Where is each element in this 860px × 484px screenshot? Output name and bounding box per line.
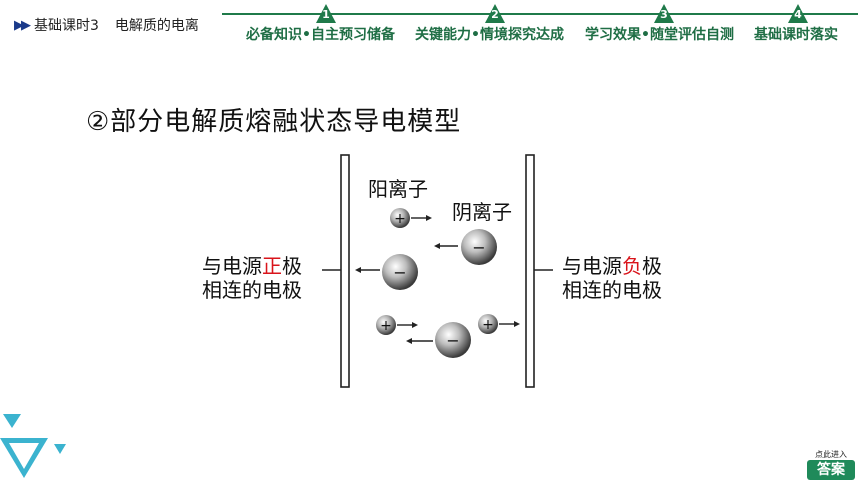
step-1-marker: 1	[316, 4, 336, 23]
arrow-left-icon	[406, 338, 433, 344]
svg-text:+: +	[482, 317, 494, 333]
step-3-marker: 3	[654, 4, 674, 23]
triangle-marker-icon	[485, 4, 505, 23]
svg-text:−: −	[446, 331, 459, 350]
svg-text:−: −	[472, 238, 485, 257]
svg-text:+: +	[394, 211, 406, 227]
triangle-marker-icon	[654, 4, 674, 23]
answer-button-label[interactable]: 答案	[807, 460, 855, 480]
nav-divider-line	[222, 13, 858, 15]
lesson-breadcrumb: ▶▶ 基础课时3 电解质的电离	[14, 14, 199, 36]
cathode-label-line1: 与电源负极	[562, 254, 662, 278]
arrow-right-icon	[499, 321, 520, 327]
triangle-marker-icon	[316, 4, 336, 23]
cathode-label-line2: 相连的电极	[562, 278, 662, 302]
arrow-left-icon	[355, 267, 380, 273]
course-label: 基础课时3	[34, 18, 99, 34]
svg-text:+: +	[380, 318, 392, 334]
nav-link-learning-effect[interactable]: 学习效果•随堂评估自测	[585, 27, 734, 43]
cathode-plate	[525, 154, 535, 388]
step-2-marker: 2	[485, 4, 505, 23]
cation-label: 阳离子	[368, 177, 428, 201]
slide-heading: ②部分电解质熔融状态导电模型	[86, 107, 462, 137]
nav-link-essential-knowledge[interactable]: 必备知识•自主预习储备	[246, 27, 395, 43]
anion-label: 阴离子	[452, 200, 512, 224]
arrow-left-icon	[434, 243, 458, 249]
answer-hint: 点此进入	[815, 450, 847, 459]
svg-text:−: −	[393, 263, 406, 282]
anion-ion: −	[382, 254, 418, 290]
nav-link-key-abilities[interactable]: 关键能力•情境探究达成	[415, 27, 564, 43]
cation-ion: +	[376, 315, 396, 335]
answer-button[interactable]: 点此进入 答案	[805, 449, 857, 481]
cation-ion: +	[390, 208, 410, 228]
cation-ion: +	[478, 314, 498, 334]
triangle-marker-icon	[788, 4, 808, 23]
anode-label-line1: 与电源正极	[202, 254, 302, 278]
step-4-marker: 4	[788, 4, 808, 23]
anion-ion: −	[461, 229, 497, 265]
decorative-triangles	[0, 414, 66, 478]
anode-label-line2: 相连的电极	[202, 278, 302, 302]
lesson-title: 电解质的电离	[114, 18, 199, 34]
top-navigation-bar: ▶▶ 基础课时3 电解质的电离 1 2 3 4 必备知识•自主预习储备 关键能力…	[0, 0, 860, 46]
arrow-right-icon	[411, 215, 432, 221]
nav-link-basic-lesson[interactable]: 基础课时落实	[754, 27, 838, 43]
arrow-right-icon	[397, 322, 418, 328]
anion-ion: −	[435, 322, 471, 358]
double-arrow-icon: ▶▶	[14, 17, 31, 33]
anode-plate	[340, 154, 350, 388]
